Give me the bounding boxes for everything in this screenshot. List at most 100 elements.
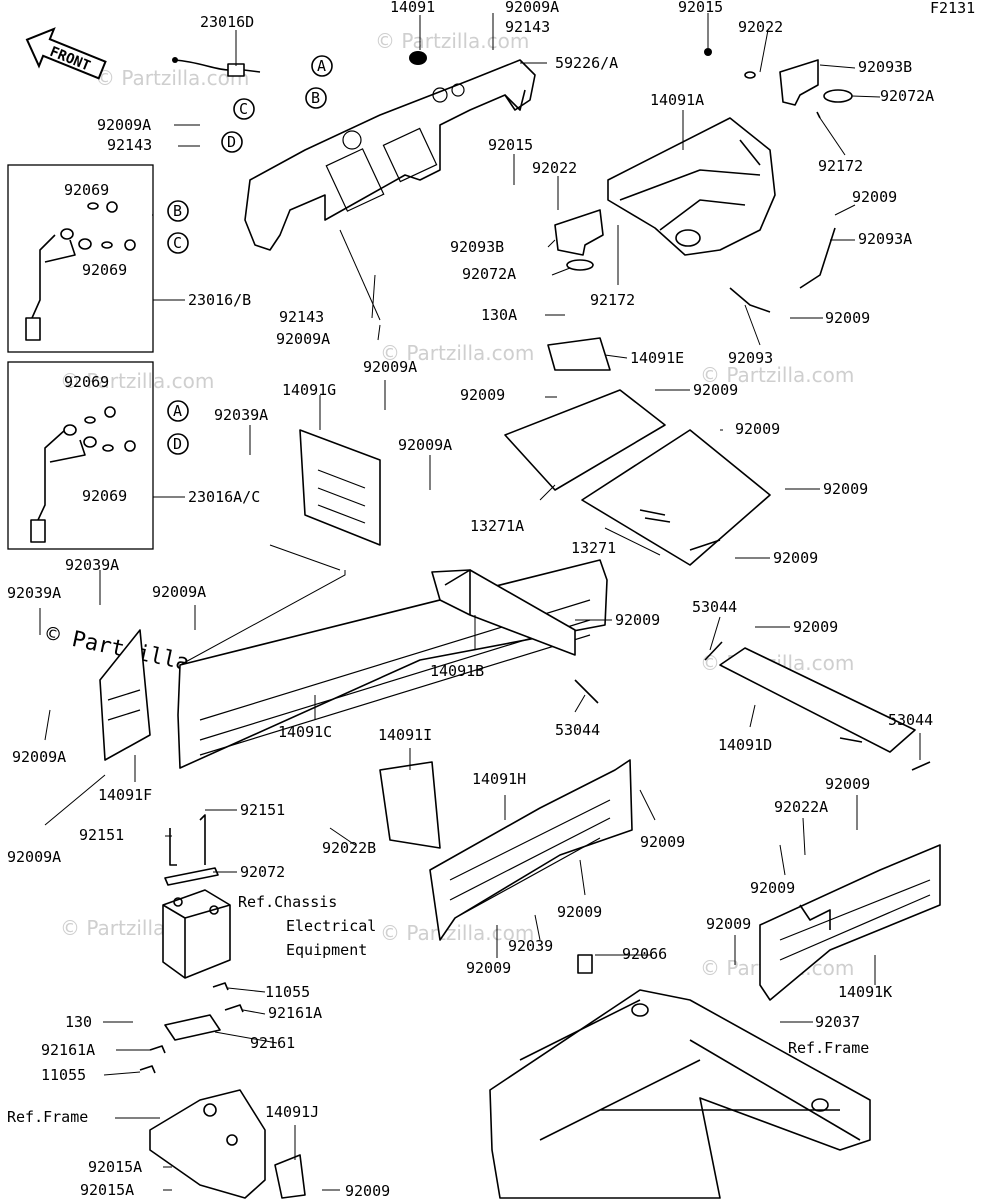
rod-92151-2 (199, 814, 206, 865)
label-14091h: 14091H (472, 770, 526, 788)
reference-notes: Ref.Chassis Electrical Equipment Ref.Fra… (7, 893, 869, 1126)
label-92009-b: 92009 (615, 611, 660, 629)
label-14091a: 14091A (650, 91, 704, 109)
label-23016ac: 23016A/C (188, 488, 260, 506)
rod-92151-1 (169, 828, 177, 866)
label-59226a: 59226/A (555, 54, 618, 72)
callout-b-top: B (311, 89, 320, 107)
ref-chassis-line1: Ref.Chassis (238, 893, 337, 911)
label-92009a-mid: 92009A (276, 330, 330, 348)
label-92009-k1: 92009 (825, 775, 870, 793)
harness-23016ac (30, 406, 136, 543)
bracket-92093b-top (704, 48, 853, 119)
label-92009a-g: 92009A (363, 358, 417, 376)
label-92015-tr: 92015 (678, 0, 723, 16)
watermark-8: © Partzilla.com (380, 921, 534, 945)
label-11055-2: 11055 (41, 1066, 86, 1084)
callout-c-box: C (173, 234, 182, 252)
bracket-92093b-mid (554, 209, 604, 271)
label-92009a-left: 92009A (97, 116, 151, 134)
label-92037: 92037 (815, 1013, 860, 1031)
frame-right (489, 989, 871, 1199)
label-92151-2: 92151 (79, 826, 124, 844)
callout-c-top: C (239, 100, 248, 118)
ref-chassis-line2: Electrical (286, 917, 376, 935)
label-92009-h3: 92009 (466, 959, 511, 977)
label-92069-2: 92069 (82, 261, 127, 279)
label-14091d: 14091D (718, 736, 772, 754)
callout-a-top: A (317, 57, 326, 75)
clip-11055-1 (212, 982, 229, 991)
label-92039a-l2: 92039A (7, 584, 61, 602)
label-130a: 130A (481, 306, 517, 324)
label-92039a-l1: 92039A (65, 556, 119, 574)
label-92069-4: 92069 (82, 487, 127, 505)
panel-14091f (99, 629, 151, 761)
rod-92093 (729, 287, 771, 313)
label-92039a-g: 92039A (214, 406, 268, 424)
clip-11055-2 (139, 1065, 156, 1074)
label-92009a-top: 92009A (505, 0, 559, 16)
watermark-5: © Partzilla.com (380, 341, 534, 365)
label-92022-mid: 92022 (532, 159, 577, 177)
strip-53044-b (574, 679, 599, 704)
label-92161: 92161 (250, 1034, 295, 1052)
pad-92161 (164, 1014, 221, 1041)
label-92069-3: 92069 (64, 373, 109, 391)
label-92172-mid: 92172 (590, 291, 635, 309)
label-92151-1: 92151 (240, 801, 285, 819)
label-92072: 92072 (240, 863, 285, 881)
label-14091k: 14091K (838, 983, 892, 1001)
harness-23016b (25, 201, 136, 341)
label-92009-j: 92009 (345, 1182, 390, 1200)
label-53044-d2: 53044 (888, 711, 933, 729)
strip-53044-d2 (911, 761, 931, 771)
label-92009-e2: 92009 (693, 381, 738, 399)
label-92039: 92039 (508, 937, 553, 955)
ref-frame-left: Ref.Frame (7, 1108, 88, 1126)
battery (162, 889, 231, 979)
label-92009a-c: 92009A (152, 583, 206, 601)
label-53044-d1: 53044 (692, 598, 737, 616)
bracket-92072 (164, 867, 219, 886)
label-92072a-mid: 92072A (462, 265, 516, 283)
plate-14091i (379, 761, 441, 849)
label-92022-tr: 92022 (738, 18, 783, 36)
tray-14091a (607, 117, 776, 256)
label-92009-d: 92009 (793, 618, 838, 636)
label-92009-k3: 92009 (706, 915, 751, 933)
label-14091e: 14091E (630, 349, 684, 367)
label-92143-mid: 92143 (279, 308, 324, 326)
label-92143-top: 92143 (505, 18, 550, 36)
label-92015a-1: 92015A (88, 1158, 142, 1176)
label-92161a-1: 92161A (268, 1004, 322, 1022)
label-13271: 13271 (571, 539, 616, 557)
label-92009-h2: 92009 (557, 903, 602, 921)
label-92009-e1: 92009 (460, 386, 505, 404)
label-53044-b: 53044 (555, 721, 600, 739)
plate-14091e (547, 337, 611, 371)
label-14091g: 14091G (282, 381, 336, 399)
label-23016b: 23016/B (188, 291, 251, 309)
label-92143-left: 92143 (107, 136, 152, 154)
floor-plate-13271a (504, 389, 666, 491)
label-92009a-f2: 92009A (7, 848, 61, 866)
label-92093b-tr: 92093B (858, 58, 912, 76)
label-92009-e3: 92009 (735, 420, 780, 438)
panel-14091g (299, 429, 381, 546)
callout-d-box: D (173, 435, 182, 453)
clip-92161a-1 (224, 1004, 244, 1013)
label-92015a-2: 92015A (80, 1181, 134, 1199)
watermark-4: © Partzilla.com (60, 369, 214, 393)
label-92172-tr: 92172 (818, 157, 863, 175)
label-11055-1: 11055 (265, 983, 310, 1001)
label-92022b: 92022B (322, 839, 376, 857)
label-14091i: 14091I (378, 726, 432, 744)
label-92066: 92066 (622, 945, 667, 963)
dashboard-panel (244, 51, 536, 251)
watermark-3: © Partzilla.com (700, 363, 854, 387)
label-92009-e4: 92009 (823, 480, 868, 498)
callouts: A B C D B C A D (167, 55, 333, 455)
label-92009-k2: 92009 (750, 879, 795, 897)
